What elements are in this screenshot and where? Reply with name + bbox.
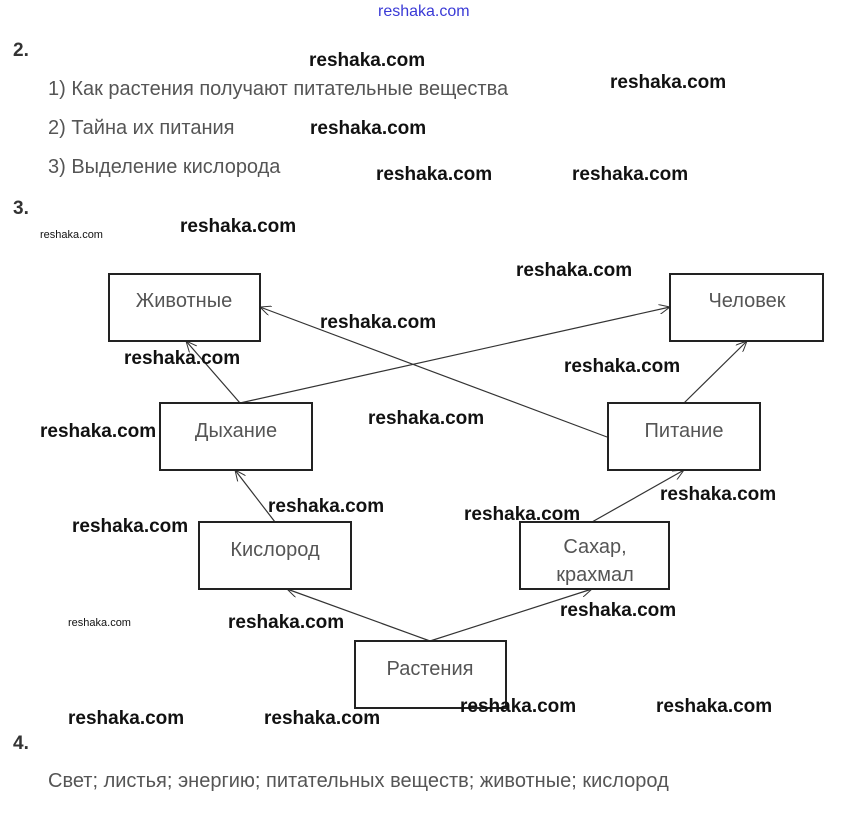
node-sugar-label-1: Сахар, [563, 536, 626, 558]
watermark: reshaka.com [72, 516, 189, 537]
section-number-2: 2. [13, 40, 29, 61]
watermark: reshaka.com [40, 229, 103, 241]
node-nutrition [607, 402, 761, 471]
watermark: reshaka.com [464, 504, 581, 525]
arrow-oxygen-breathing [235, 470, 276, 523]
watermark: reshaka.com [268, 496, 385, 517]
watermark: reshaka.com [656, 696, 773, 717]
node-human [669, 273, 824, 342]
watermark: reshaka.com [228, 612, 345, 633]
watermark: reshaka.com [68, 617, 131, 629]
arrow-plants-sugar [429, 589, 592, 642]
arrow-nutrition-human [683, 341, 747, 404]
answer-line-4: Свет; листья; энергию; питательных вещес… [48, 770, 669, 792]
arrow-breathing-animals [186, 341, 241, 404]
watermark: reshaka.com [180, 216, 297, 237]
arrow-sugar-nutrition [591, 470, 684, 523]
watermark: reshaka.com [460, 696, 577, 717]
node-nutrition-label: Питание [645, 420, 724, 442]
watermark: reshaka.com [68, 708, 185, 729]
watermark: reshaka.com [660, 484, 777, 505]
node-human-label: Человек [708, 290, 785, 312]
arrow-nutrition-animals [260, 307, 608, 438]
section-number-4: 4. [13, 733, 29, 754]
watermark: reshaka.com [309, 50, 426, 71]
watermark: reshaka.com [560, 600, 677, 621]
watermark: reshaka.com [376, 164, 493, 185]
node-sugar [519, 521, 670, 590]
watermark: reshaka.com [610, 72, 727, 93]
watermark: reshaka.com [320, 312, 437, 333]
node-animals [108, 273, 261, 342]
watermark: reshaka.com [310, 118, 427, 139]
watermark: reshaka.com [516, 260, 633, 281]
node-sugar-label-2: крахмал [556, 564, 634, 586]
node-breathing-label: Дыхание [195, 420, 277, 442]
arrow-breathing-human [239, 307, 670, 404]
watermark: reshaka.com [40, 421, 157, 442]
node-oxygen [198, 521, 352, 590]
watermark: reshaka.com [572, 164, 689, 185]
arrow-plants-oxygen [287, 589, 431, 642]
answer-line-1: 1) Как растения получают питательные вещ… [48, 78, 509, 100]
node-plants-label: Растения [387, 658, 474, 680]
node-plants [354, 640, 507, 709]
node-breathing [159, 402, 313, 471]
watermark: reshaka.com [264, 708, 381, 729]
watermark: reshaka.com [124, 348, 241, 369]
header-watermark: reshaka.com [378, 3, 470, 20]
node-animals-label: Животные [136, 290, 232, 312]
node-oxygen-label: Кислород [230, 539, 320, 561]
watermark: reshaka.com [564, 356, 681, 377]
watermark: reshaka.com [368, 408, 485, 429]
answer-line-2: 2) Тайна их питания [48, 117, 235, 139]
answer-line-3: 3) Выделение кислорода [48, 156, 281, 178]
section-number-3: 3. [13, 198, 29, 219]
